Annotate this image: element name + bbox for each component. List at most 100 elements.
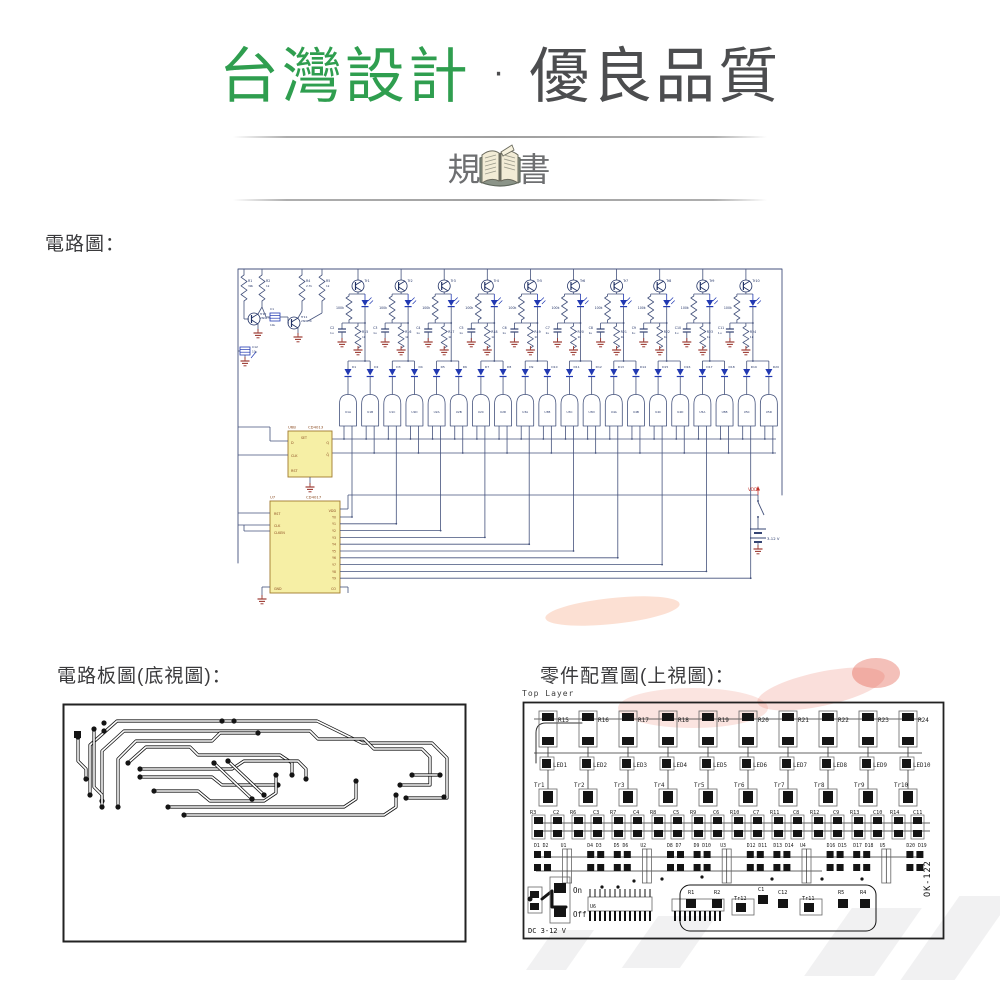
svg-text:U4: U4 — [800, 843, 806, 849]
svg-text:C7: C7 — [753, 810, 759, 816]
layout-diode-group: D1 D2 — [534, 843, 551, 871]
svg-text:1u: 1u — [589, 331, 593, 335]
layout-diode-group: D4 D3 — [587, 843, 605, 871]
svg-text:1u: 1u — [330, 331, 334, 335]
svg-text:1k: 1k — [491, 335, 495, 339]
svg-text:1k: 1k — [405, 335, 409, 339]
svg-text:C7: C7 — [546, 326, 550, 330]
pcb-trace-drawing — [62, 703, 467, 943]
layout-led: LED7 — [779, 747, 807, 771]
svg-text:R1: R1 — [248, 279, 252, 283]
svg-text:Tr2: Tr2 — [407, 279, 413, 283]
svg-text:C6: C6 — [713, 810, 719, 816]
svg-text:CLKEN: CLKEN — [274, 531, 285, 535]
svg-text:1u: 1u — [675, 331, 679, 335]
svg-text:D15: D15 — [662, 365, 668, 369]
svg-text:LED2: LED2 — [593, 763, 607, 769]
svg-text:Tr10: Tr10 — [894, 783, 908, 789]
svg-text:Y6: Y6 — [332, 556, 336, 560]
svg-text:R24: R24 — [918, 717, 929, 724]
svg-text:U3A: U3A — [522, 410, 528, 414]
schematic-diode: D8 — [499, 361, 511, 395]
layout-top-caption: 零件配置圖(上視圖)： — [540, 666, 735, 687]
svg-text:100k: 100k — [379, 306, 387, 310]
layout-resistor: R21 — [778, 710, 809, 748]
svg-text:GND: GND — [274, 587, 282, 591]
svg-text:Y7: Y7 — [332, 563, 336, 567]
svg-text:U4D: U4D — [677, 410, 684, 414]
schematic-gate: U3A — [516, 394, 535, 546]
svg-text:Tr9: Tr9 — [708, 279, 714, 283]
svg-text:R5: R5 — [838, 890, 844, 896]
svg-text:Tr7: Tr7 — [622, 279, 628, 283]
layout-led: LED1 — [539, 747, 567, 771]
svg-text:C4: C4 — [633, 810, 639, 816]
svg-text:VDD: VDD — [329, 509, 337, 513]
svg-text:100k: 100k — [724, 306, 732, 310]
svg-text:LED9: LED9 — [873, 763, 887, 769]
svg-text:D4: D4 — [418, 365, 422, 369]
svg-text:R20: R20 — [758, 717, 769, 724]
svg-text:D20 D19: D20 D19 — [906, 843, 926, 849]
svg-text:U6: U6 — [590, 904, 596, 910]
svg-text:U5A: U5A — [699, 410, 705, 414]
title-taiwan-design: 台灣設計 — [218, 43, 471, 110]
svg-text:R10: R10 — [730, 810, 739, 816]
svg-text:D12: D12 — [596, 365, 602, 369]
layout-diode-group: D5 D6 — [613, 843, 631, 871]
schematic-diode: D18 — [721, 361, 735, 395]
svg-text:C4: C4 — [416, 326, 420, 330]
svg-text:VDD: VDD — [748, 487, 757, 492]
svg-text:Tr6: Tr6 — [579, 279, 585, 283]
svg-text:1k: 1k — [362, 335, 366, 339]
schematic-diode: D5 — [433, 361, 445, 395]
svg-text:LED6: LED6 — [753, 763, 767, 769]
svg-text:2SD674: 2SD674 — [260, 316, 271, 320]
svg-text:U1: U1 — [561, 843, 567, 849]
svg-text:Tr12: Tr12 — [259, 312, 267, 316]
svg-text:1k: 1k — [326, 284, 330, 288]
schematic-channel: Tr3100kC41uR171k — [416, 269, 460, 362]
schematic-channel: Tr10100kC111uR241k — [718, 269, 769, 362]
svg-text:D18: D18 — [729, 365, 735, 369]
svg-text:10u: 10u — [270, 323, 276, 327]
svg-text:D20: D20 — [773, 365, 779, 369]
divider-bottom — [233, 199, 767, 201]
svg-text:D1 D2: D1 D2 — [534, 843, 549, 849]
layout-transistor: Tr4 — [654, 770, 678, 807]
svg-text:C8: C8 — [589, 326, 593, 330]
svg-text:R14: R14 — [890, 810, 899, 816]
layout-led: LED9 — [859, 747, 887, 771]
svg-text:CD4017: CD4017 — [306, 495, 322, 500]
svg-text:C3: C3 — [373, 326, 377, 330]
layout-resistor: R24 — [898, 710, 929, 748]
svg-text:On: On — [573, 886, 582, 895]
svg-text:1k: 1k — [534, 335, 538, 339]
svg-text:C8: C8 — [793, 810, 799, 816]
svg-text:R6: R6 — [570, 810, 576, 816]
svg-text:U5D: U5D — [766, 410, 773, 414]
layout-transistor: Tr5 — [694, 770, 718, 807]
svg-text:C2: C2 — [553, 810, 559, 816]
schematic-gate: U2B — [449, 394, 468, 454]
schematic-channel: Tr7100kC81uR211k — [589, 269, 636, 362]
layout-diode-group: D12 D11 — [746, 843, 767, 871]
svg-text:Tr11: Tr11 — [300, 315, 308, 319]
svg-text:Tr8: Tr8 — [665, 279, 671, 283]
svg-text:Y9: Y9 — [332, 577, 336, 581]
layout-diode-group: D9 D10 — [693, 843, 711, 871]
layout-led: LED8 — [819, 747, 847, 771]
svg-text:1k: 1k — [664, 335, 668, 339]
svg-text:D10: D10 — [551, 365, 557, 369]
page-title: 台灣設計·優良品質 — [0, 28, 1000, 115]
svg-text:CD4013: CD4013 — [308, 425, 324, 430]
svg-text:R23: R23 — [878, 717, 889, 724]
svg-text:R16: R16 — [598, 717, 609, 724]
svg-text:Tr2: Tr2 — [574, 783, 584, 789]
svg-text:Y2: Y2 — [332, 529, 336, 533]
